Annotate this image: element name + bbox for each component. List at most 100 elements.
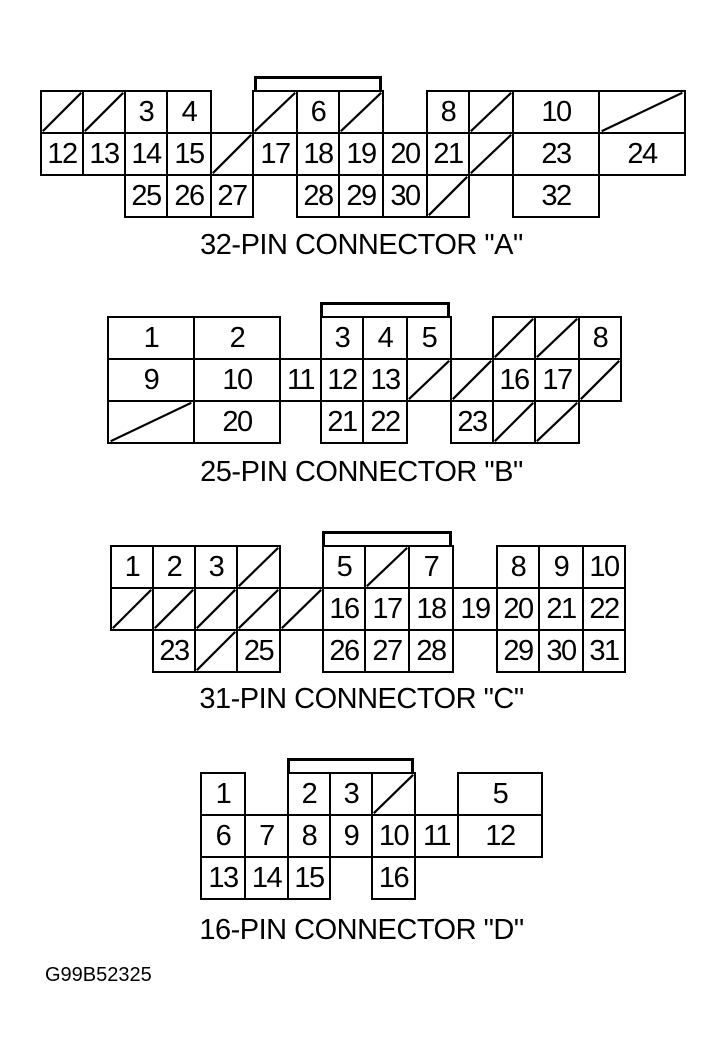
pin-cell: 17 xyxy=(364,587,410,631)
pin-cell: 5 xyxy=(457,772,543,816)
pin-number: 29 xyxy=(503,634,534,667)
pin-cell: 5 xyxy=(322,545,366,589)
unused-pin-slash-icon xyxy=(42,92,82,132)
pin-cell: 23 xyxy=(152,629,196,673)
pin-cell: 18 xyxy=(408,587,454,631)
pin-number: 10 xyxy=(541,95,572,128)
pin-cell: 20 xyxy=(193,400,281,444)
pin-number: 26 xyxy=(174,179,205,212)
pin-number: 21 xyxy=(433,137,464,170)
pin-cell-unused xyxy=(468,132,514,176)
pin-cell-unused xyxy=(194,629,238,673)
pin-number: 27 xyxy=(217,179,248,212)
pin-number: 10 xyxy=(222,363,253,396)
pin-cell: 6 xyxy=(200,814,246,858)
pin-number: 8 xyxy=(510,550,527,583)
unused-pin-slash-icon xyxy=(494,402,534,442)
pin-cell: 31 xyxy=(582,629,626,673)
pin-cell-unused xyxy=(236,587,281,631)
pin-cell-unused xyxy=(40,90,84,134)
pin-cell: 25 xyxy=(124,174,168,218)
pin-cell: 28 xyxy=(408,629,454,673)
pin-cell-unused xyxy=(534,400,580,444)
pin-number: 23 xyxy=(457,405,488,438)
pin-cell: 7 xyxy=(244,814,289,858)
pin-cell: 3 xyxy=(329,772,373,816)
pin-number: 19 xyxy=(346,137,377,170)
unused-pin-slash-icon xyxy=(408,360,450,400)
pin-cell: 10 xyxy=(582,545,626,589)
pin-number: 19 xyxy=(460,592,491,625)
pin-cell: 27 xyxy=(364,629,410,673)
pin-cell: 26 xyxy=(322,629,366,673)
pin-cell: 4 xyxy=(362,316,408,360)
pin-number: 29 xyxy=(346,179,377,212)
pin-cell-unused xyxy=(598,90,686,134)
pin-number: 20 xyxy=(503,592,534,625)
unused-pin-slash-icon xyxy=(470,134,512,174)
pin-cell: 28 xyxy=(296,174,340,218)
pin-cell: 14 xyxy=(244,856,289,900)
pin-number: 27 xyxy=(372,634,403,667)
pin-number: 5 xyxy=(492,777,509,810)
pin-cell-unused xyxy=(450,358,494,402)
pin-cell-unused xyxy=(107,400,195,444)
pin-number: 30 xyxy=(390,179,421,212)
pin-cell: 4 xyxy=(166,90,212,134)
pin-cell: 23 xyxy=(450,400,494,444)
pin-cell: 10 xyxy=(512,90,600,134)
pin-number: 14 xyxy=(131,137,162,170)
pin-cell-unused xyxy=(492,400,536,444)
pin-cell: 9 xyxy=(107,358,195,402)
pin-cell: 11 xyxy=(279,358,322,402)
pin-number: 1 xyxy=(143,321,160,354)
connector-caption: 32-PIN CONNECTOR "A" xyxy=(200,229,523,261)
pin-number: 10 xyxy=(378,819,410,852)
pin-number: 3 xyxy=(343,777,360,810)
pin-number: 9 xyxy=(143,363,160,396)
pin-cell: 22 xyxy=(582,587,626,631)
pin-number: 11 xyxy=(422,819,452,852)
pin-number: 12 xyxy=(47,137,78,170)
pin-cell: 8 xyxy=(287,814,331,858)
pin-number: 31 xyxy=(589,634,620,667)
connector-latch-bar xyxy=(320,302,450,317)
pin-cell: 8 xyxy=(496,545,540,589)
pin-number: 11 xyxy=(286,363,316,396)
unused-pin-slash-icon xyxy=(452,360,492,400)
pin-cell: 12 xyxy=(320,358,364,402)
pin-cell: 10 xyxy=(193,358,281,402)
pin-cell-unused xyxy=(82,90,126,134)
pin-number: 28 xyxy=(303,179,334,212)
pin-cell: 17 xyxy=(252,132,298,176)
pin-cell-unused xyxy=(426,174,470,218)
pin-cell: 2 xyxy=(152,545,196,589)
unused-pin-slash-icon xyxy=(109,402,193,442)
unused-pin-slash-icon xyxy=(196,589,236,629)
pin-cell: 1 xyxy=(107,316,195,360)
pin-number: 23 xyxy=(541,137,572,170)
pin-cell: 15 xyxy=(287,856,331,900)
pin-number: 4 xyxy=(377,321,394,354)
unused-pin-slash-icon xyxy=(84,92,124,132)
pin-number: 15 xyxy=(294,861,325,894)
pin-cell: 13 xyxy=(362,358,408,402)
pin-number: 3 xyxy=(334,321,351,354)
pin-number: 23 xyxy=(159,634,190,667)
pin-cell: 32 xyxy=(512,174,600,218)
pin-number: 9 xyxy=(553,550,570,583)
pin-cell: 8 xyxy=(426,90,470,134)
unused-pin-slash-icon xyxy=(281,589,322,629)
connector-latch-bar xyxy=(254,76,382,91)
pin-cell: 3 xyxy=(194,545,238,589)
pin-cell: 15 xyxy=(166,132,212,176)
connector-latch-bar xyxy=(322,531,452,546)
figure-id: G99B52325 xyxy=(45,964,152,986)
unused-pin-slash-icon xyxy=(154,589,194,629)
pin-number: 3 xyxy=(208,550,225,583)
pin-number: 2 xyxy=(229,321,246,354)
pin-number: 12 xyxy=(485,819,516,852)
pin-number: 26 xyxy=(329,634,360,667)
pin-cell: 17 xyxy=(534,358,580,402)
pin-cell: 27 xyxy=(210,174,254,218)
